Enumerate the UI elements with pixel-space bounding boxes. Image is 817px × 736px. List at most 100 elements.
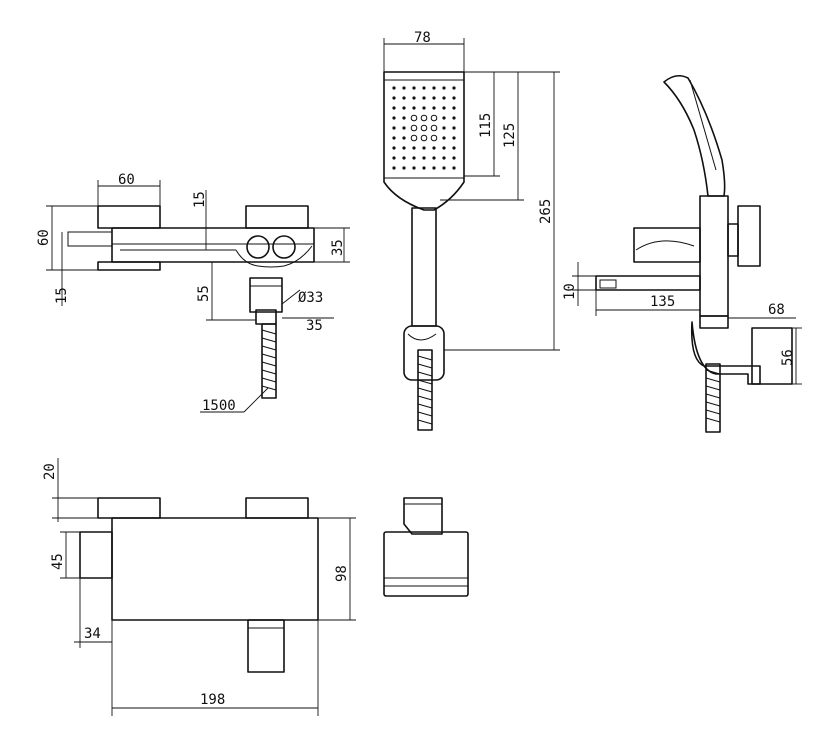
nozzle-dot — [442, 166, 446, 170]
nozzle-dot — [452, 156, 456, 160]
dim-front-bottom: 15 — [54, 287, 70, 304]
nozzle-dot — [392, 96, 396, 100]
dim-spout-h: 10 — [562, 283, 578, 300]
nozzle-dot — [402, 106, 406, 110]
nozzle-dot — [422, 86, 426, 90]
nozzle-dot — [402, 126, 406, 130]
dim-front-body-h: 35 — [330, 239, 346, 256]
holder-top — [403, 497, 443, 535]
bracket — [690, 321, 761, 385]
outlet — [249, 277, 283, 313]
dim-left-h: 45 — [50, 553, 66, 570]
dim-left-w: 34 — [84, 626, 101, 642]
dim-hose-length: 1500 — [202, 398, 236, 414]
dim-spout-len: 135 — [650, 294, 675, 310]
nozzle-dot — [402, 146, 406, 150]
nozzle-dot — [442, 116, 446, 120]
nozzle-dot — [452, 96, 456, 100]
nozzle-dot — [430, 124, 438, 132]
nozzle-dot — [452, 116, 456, 120]
nozzle-dot — [442, 126, 446, 130]
nozzle-dot — [442, 136, 446, 140]
mixer-body — [111, 227, 315, 263]
dim-bracket-h: 56 — [780, 349, 796, 366]
top-left-connector — [79, 531, 113, 579]
top-outlet — [247, 619, 285, 673]
top-left-handle — [97, 497, 161, 519]
nozzle-dot — [392, 106, 396, 110]
nozzle-dot — [442, 86, 446, 90]
dim-head-h2: 125 — [502, 123, 518, 148]
nozzle-dot — [442, 96, 446, 100]
nozzle-dot — [422, 146, 426, 150]
side-handle — [737, 205, 761, 267]
nozzle-dot — [410, 124, 418, 132]
nozzle-dot — [442, 156, 446, 160]
nozzle-dot — [452, 136, 456, 140]
nozzle-dot — [392, 126, 396, 130]
dim-front-height: 60 — [36, 229, 52, 246]
holder-curve — [407, 333, 437, 341]
diverter-circle — [246, 235, 270, 259]
shower-head-view: 78 115 125 265 — [383, 30, 560, 431]
spout-tip — [599, 279, 617, 289]
hose-thread — [261, 329, 277, 391]
dim-body-w: 198 — [200, 692, 225, 708]
top-view: 20 45 98 34 198 — [42, 458, 356, 716]
left-handle-base — [97, 261, 161, 271]
nozzle-dot — [412, 86, 416, 90]
side-head-line — [689, 79, 717, 171]
nozzle-dot — [432, 86, 436, 90]
dim-outlet-diameter: Ø33 — [298, 290, 323, 306]
hose — [261, 323, 277, 399]
nozzle-dot — [422, 96, 426, 100]
nozzle-dot — [452, 126, 456, 130]
shower-holder — [403, 325, 445, 381]
dim-body-h: 98 — [334, 565, 350, 582]
nozzle-dot — [412, 106, 416, 110]
side-body-curve — [635, 240, 695, 251]
nozzle-dot — [432, 96, 436, 100]
shower-hose-thread — [417, 355, 433, 425]
side-spout — [595, 275, 701, 291]
left-connector — [67, 231, 113, 247]
side-handle-neck — [727, 223, 739, 257]
nozzle-dot — [422, 156, 426, 160]
nozzle-dot — [442, 106, 446, 110]
nozzle-dot — [402, 86, 406, 90]
dim-front-gap: 15 — [192, 191, 208, 208]
nozzle-dot — [402, 116, 406, 120]
shower-hose — [417, 349, 433, 431]
diverter-circle — [272, 235, 296, 259]
nozzle-grid — [392, 86, 456, 170]
dim-shower-total: 265 — [538, 199, 554, 224]
nozzle-dot — [410, 114, 418, 122]
nozzle-dot — [392, 166, 396, 170]
right-handle — [245, 205, 309, 229]
nozzle-dot — [432, 106, 436, 110]
holder-base — [383, 531, 469, 597]
holder-detail — [383, 497, 469, 597]
nozzle-dot — [452, 146, 456, 150]
front-view: 60 60 15 15 35 55 Ø33 35 1500 — [36, 172, 350, 414]
nozzle-dot — [402, 96, 406, 100]
nozzle-dot — [432, 156, 436, 160]
nozzle-dot — [420, 134, 428, 142]
nozzle-dot — [402, 166, 406, 170]
dim-line — [281, 289, 301, 305]
dim-top-offset: 20 — [42, 463, 58, 480]
dim-outlet-len: 35 — [306, 318, 323, 334]
bracket-block — [751, 327, 793, 385]
dim-front-drop: 55 — [196, 285, 212, 302]
side-shower-head — [663, 74, 726, 197]
left-handle — [97, 205, 161, 229]
top-right-handle — [245, 497, 309, 519]
nozzle-dot — [402, 156, 406, 160]
nozzle-dot — [420, 114, 428, 122]
side-column — [699, 195, 729, 317]
nozzle-dot — [442, 146, 446, 150]
nozzle-dot — [430, 114, 438, 122]
side-hose-thread — [705, 369, 721, 423]
dim-front-width-top: 60 — [118, 172, 135, 188]
